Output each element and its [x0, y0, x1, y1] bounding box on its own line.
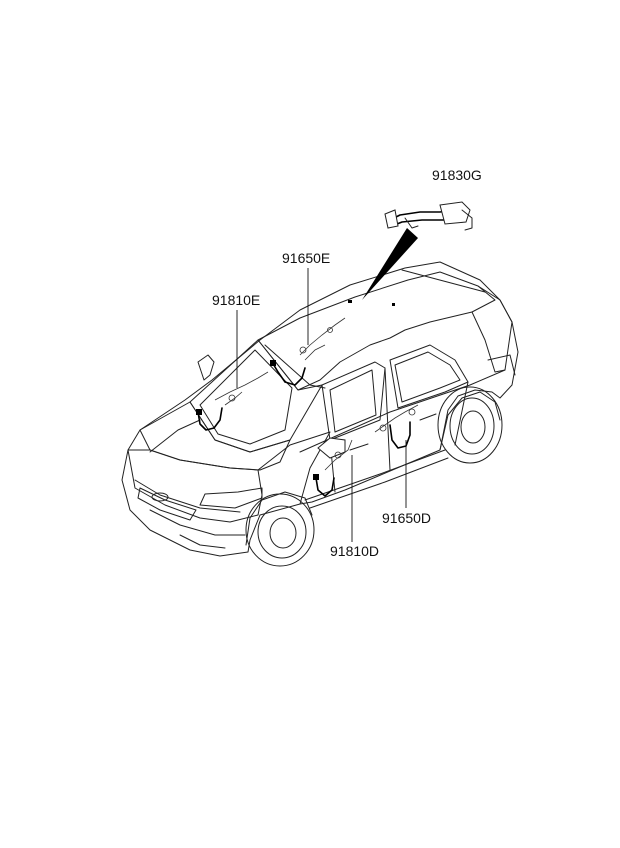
harness-91810E — [196, 354, 269, 431]
rear-wheel — [437, 386, 503, 464]
car-body — [121, 261, 519, 567]
harness-91650D — [374, 404, 419, 449]
part-91830G-harness — [384, 201, 473, 231]
front-wheel — [245, 493, 315, 567]
callout-wedge — [362, 228, 418, 300]
roof-connectors — [348, 300, 395, 306]
label-91810D: 91810D — [330, 543, 379, 559]
label-91650E: 91650E — [282, 250, 330, 266]
harness-91810D — [313, 439, 353, 497]
label-91810E: 91810E — [212, 292, 260, 308]
leader-lines — [236, 268, 407, 542]
label-91830G: 91830G — [432, 167, 482, 183]
harness-91650E — [270, 317, 346, 386]
label-91650D: 91650D — [382, 510, 431, 526]
